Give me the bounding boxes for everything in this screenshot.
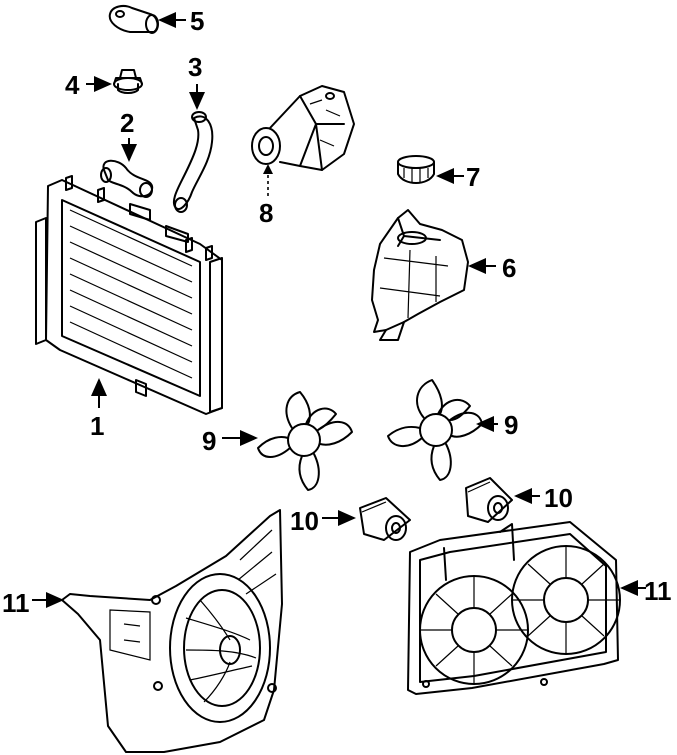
fan-motor-left[interactable] [359, 497, 411, 541]
thermostat-housing[interactable] [108, 5, 159, 34]
callout-7: 7 [466, 162, 480, 192]
leader-arrow-8 [263, 164, 273, 174]
fan-shroud-single[interactable] [61, 509, 283, 753]
fan-blade-right[interactable] [387, 379, 483, 481]
callout-4: 4 [65, 70, 80, 100]
fan-motor-right[interactable] [465, 477, 513, 523]
callout-10b: 10 [544, 483, 573, 513]
callout-8: 8 [259, 198, 273, 228]
callout-11a: 11 [2, 588, 30, 618]
radiator-cap[interactable] [113, 69, 143, 94]
reservoir-cap[interactable] [397, 155, 435, 184]
radiator[interactable] [35, 175, 223, 415]
callout-9b: 9 [504, 410, 518, 440]
upper-radiator-hose[interactable] [100, 159, 154, 198]
callout-11b: 11 [644, 576, 672, 606]
water-outlet[interactable] [251, 85, 355, 171]
callout-1: 1 [90, 411, 104, 441]
coolant-reservoir[interactable] [371, 209, 469, 341]
callout-5: 5 [190, 6, 204, 36]
callout-6: 6 [502, 253, 516, 283]
callout-3: 3 [188, 52, 202, 82]
fan-shroud-dual[interactable] [407, 521, 621, 695]
callout-2: 2 [120, 108, 134, 138]
callout-10a: 10 [290, 506, 319, 536]
fan-blade-left[interactable] [257, 391, 353, 491]
callout-9a: 9 [202, 426, 216, 456]
lower-radiator-hose[interactable] [172, 111, 214, 213]
